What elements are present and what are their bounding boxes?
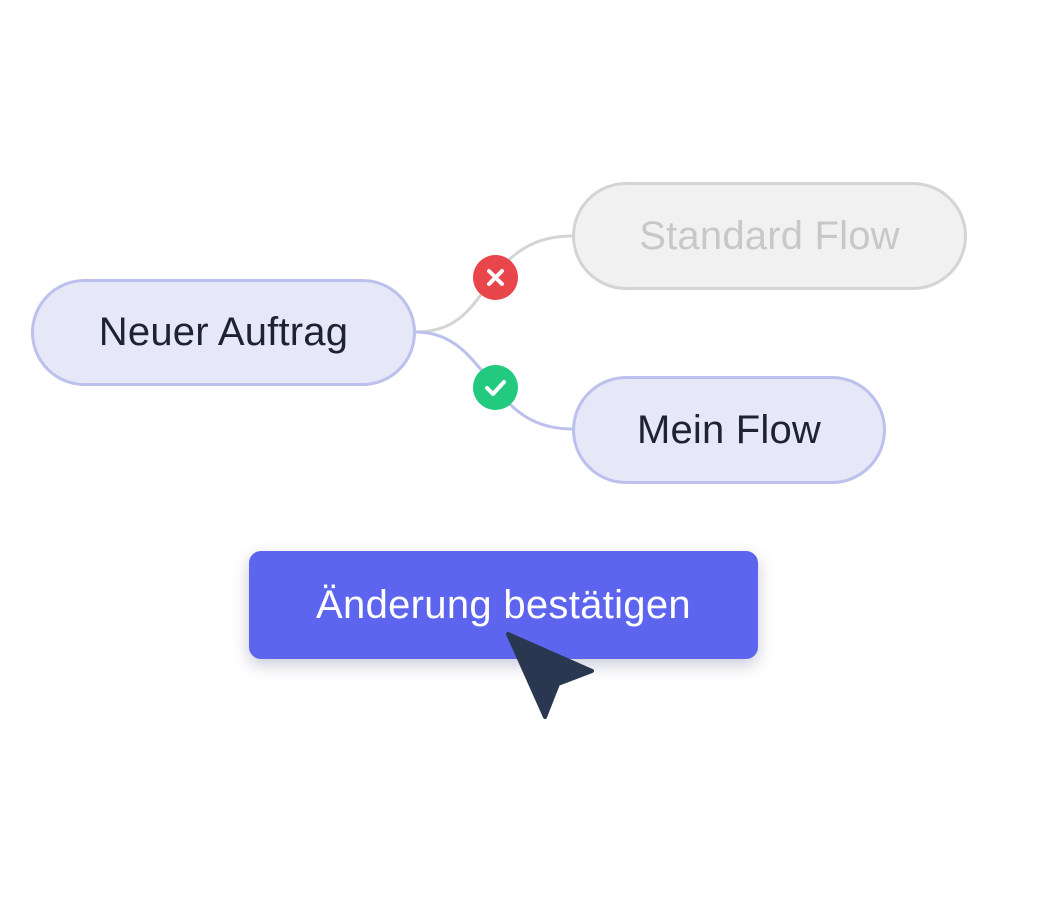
check-icon	[473, 365, 518, 410]
confirm-change-button-label: Änderung bestätigen	[316, 582, 691, 627]
node-mein-flow[interactable]: Mein Flow	[572, 376, 886, 484]
node-neuer-auftrag[interactable]: Neuer Auftrag	[31, 279, 416, 386]
x-icon	[473, 255, 518, 300]
node-neuer-auftrag-label: Neuer Auftrag	[98, 310, 349, 354]
node-standard-flow[interactable]: Standard Flow	[572, 182, 967, 290]
confirm-change-button[interactable]: Änderung bestätigen	[249, 551, 758, 659]
rejected-badge	[473, 255, 518, 300]
node-standard-flow-label: Standard Flow	[639, 213, 900, 258]
accepted-badge	[473, 365, 518, 410]
node-mein-flow-label: Mein Flow	[636, 407, 822, 452]
